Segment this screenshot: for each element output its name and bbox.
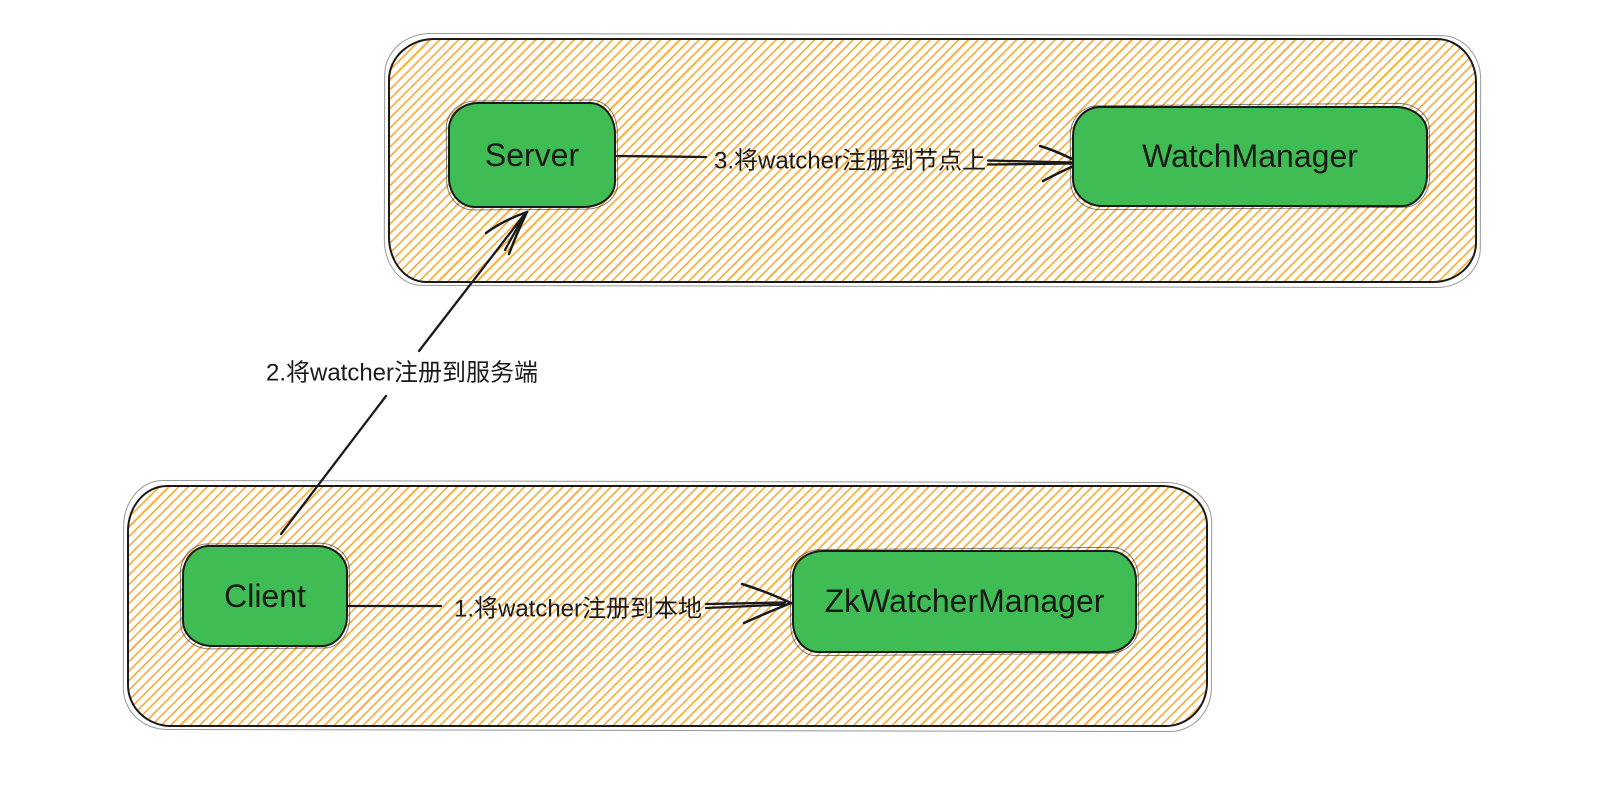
node-watchmanager: WatchManager bbox=[1072, 106, 1428, 207]
edge-label-register-server: 2.将watcher注册到服务端 bbox=[265, 359, 539, 387]
edge-label-register-local: 1.将watcher注册到本地 bbox=[453, 595, 703, 623]
node-server-label: Server bbox=[484, 136, 580, 173]
node-server: Server bbox=[448, 102, 616, 208]
node-zkwatchermanager: ZkWatcherManager bbox=[792, 550, 1137, 653]
node-watchmanager-label: WatchManager bbox=[1142, 138, 1358, 174]
node-client: Client bbox=[182, 545, 348, 647]
node-client-label: Client bbox=[224, 577, 306, 614]
edge-label-register-node: 3.将watcher注册到节点上 bbox=[713, 147, 987, 175]
node-zkwatchermanager-label: ZkWatcherManager bbox=[824, 583, 1105, 619]
